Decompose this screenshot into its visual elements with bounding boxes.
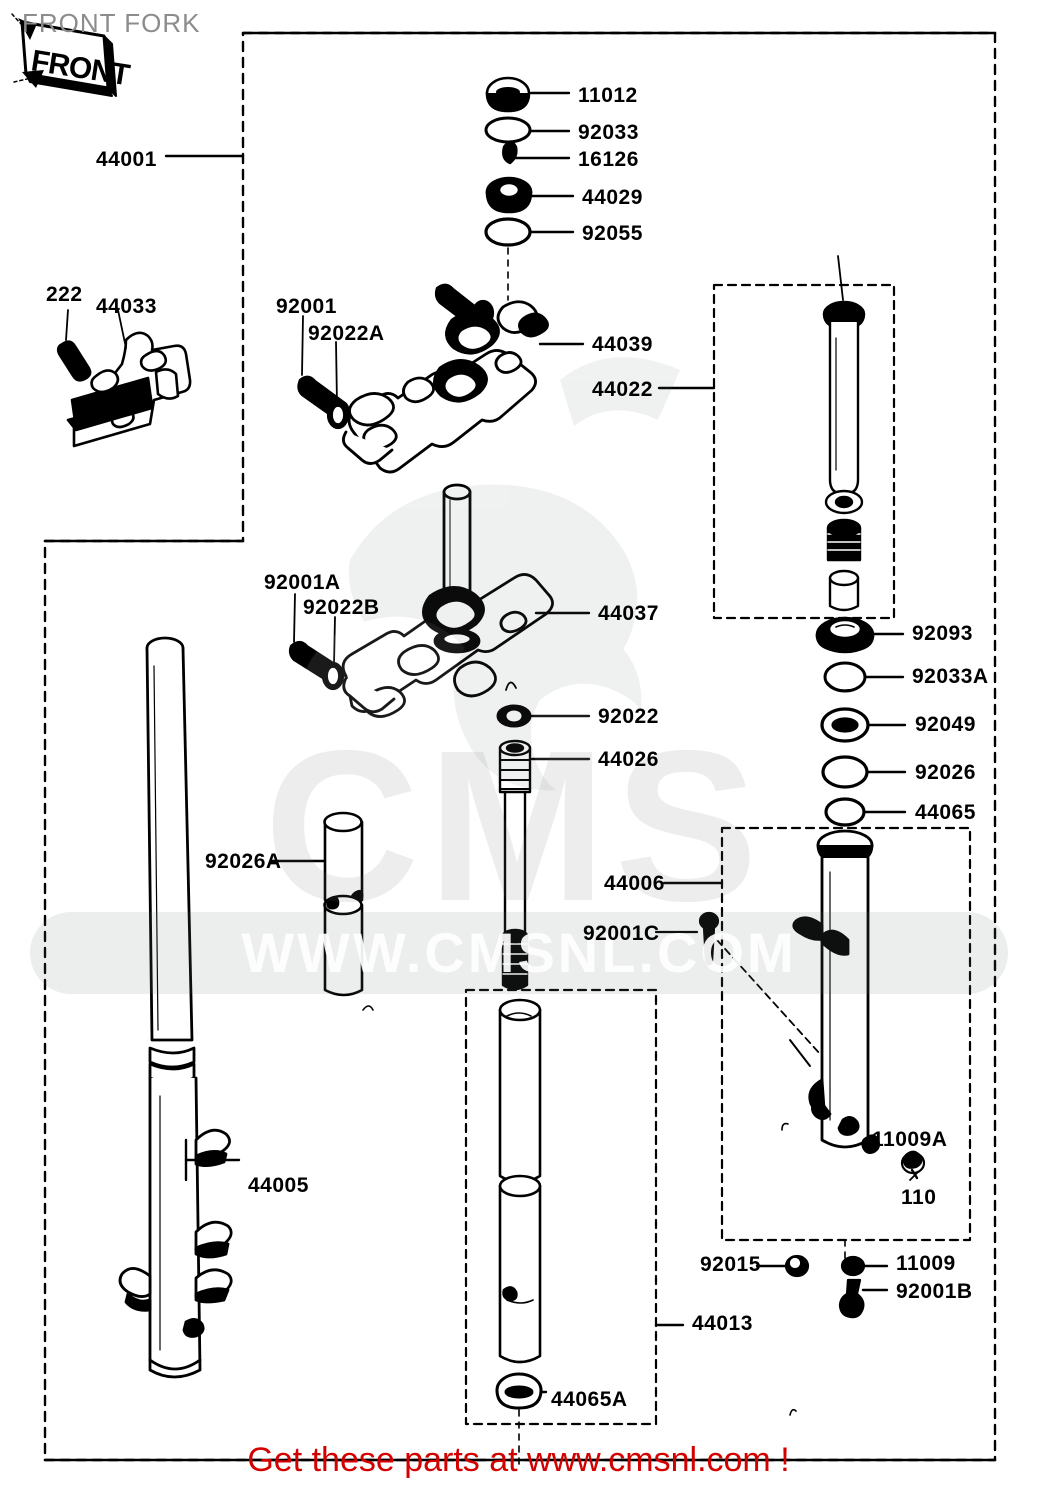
callout-16126[interactable]: 16126 (578, 148, 639, 171)
part-92022B-washer (321, 661, 345, 691)
callout-92001B[interactable]: 92001B (896, 1280, 973, 1303)
part-44013-spacer-upper (498, 998, 542, 1184)
callout-92022[interactable]: 92022 (598, 705, 659, 728)
part-11009-washer (840, 1255, 866, 1277)
callout-92026[interactable]: 92026 (915, 761, 976, 784)
callout-222[interactable]: 222 (46, 283, 83, 306)
leader-92001 (301, 315, 304, 376)
part-44037-lower-clamp (341, 483, 554, 718)
callout-92022A[interactable]: 92022A (308, 322, 385, 345)
part-44039-upper-clamp (342, 300, 549, 474)
footer-link[interactable]: Get these parts at www.cmsnl.com ! (247, 1441, 790, 1479)
leader-92001C-to-tube (716, 939, 831, 1066)
callout-44022[interactable]: 44022 (592, 378, 653, 401)
callout-11009A[interactable]: 11009A (872, 1128, 948, 1151)
part-222-bolt (56, 340, 92, 382)
callout-11012[interactable]: 11012 (578, 84, 638, 107)
callout-92001A[interactable]: 92001A (264, 571, 341, 594)
group-box-44013 (464, 988, 658, 1426)
part-92026A-spacer-lower (323, 894, 364, 997)
callout-92033[interactable]: 92033 (578, 121, 639, 144)
part-92033A-oring (823, 661, 867, 693)
part-11012-cap (485, 76, 531, 113)
part-44026-rod (498, 739, 532, 991)
leader-44022-tip (837, 255, 844, 301)
callout-44039[interactable]: 44039 (592, 333, 653, 356)
callout-92033A[interactable]: 92033A (912, 665, 989, 688)
part-92022A-washer (326, 400, 350, 430)
part-92022-washer (496, 704, 532, 728)
detail-tick-3 (781, 1122, 789, 1131)
part-16126-plug (502, 140, 518, 165)
leader-110 (909, 1171, 919, 1181)
part-92026A-spacer-upper (323, 811, 364, 907)
part-92001C-bolt (698, 911, 720, 966)
detail-tick-4 (789, 1408, 797, 1416)
part-92033-oring (484, 116, 532, 144)
callout-92015[interactable]: 92015 (700, 1253, 761, 1276)
callout-44001[interactable]: 44001 (96, 148, 157, 171)
part-44006-inner-tube (789, 829, 874, 1149)
group-box-44022 (712, 283, 896, 620)
part-92049-seal (820, 707, 870, 743)
callout-92022B[interactable]: 92022B (303, 596, 380, 619)
part-92015-nut (784, 1254, 810, 1278)
callout-44029[interactable]: 44029 (582, 186, 643, 209)
group-box-44001-solid-edges (43, 31, 997, 1462)
part-44013-spacer-lower (498, 1174, 542, 1364)
callout-44065[interactable]: 44065 (915, 801, 976, 824)
leader-92022B (333, 616, 336, 665)
callout-92026A[interactable]: 92026A (205, 850, 282, 873)
callout-110[interactable]: 110 (901, 1186, 937, 1209)
callout-92093[interactable]: 92093 (912, 622, 973, 645)
part-92093-seal (815, 616, 875, 654)
callout-92049[interactable]: 92049 (915, 713, 976, 736)
callout-92001C[interactable]: 92001C (583, 922, 660, 945)
part-11009A-washer (861, 1134, 880, 1154)
part-44022-damper-rod (822, 300, 866, 612)
callout-11009[interactable]: 11009 (896, 1252, 956, 1275)
callout-44033[interactable]: 44033 (96, 295, 157, 318)
page-title: FRONT FORK (22, 8, 201, 38)
part-44005-fork-leg (118, 636, 233, 1379)
callout-44037[interactable]: 44037 (598, 602, 659, 625)
part-44033-bracket (66, 331, 192, 448)
leader-44033 (117, 309, 127, 349)
detail-tick-1 (505, 681, 517, 691)
part-92055-oring (484, 217, 532, 247)
part-92001B-bolt (838, 1278, 865, 1319)
callout-44065A[interactable]: 44065A (551, 1388, 628, 1411)
part-44065-bushing (824, 797, 866, 827)
part-44029-guide (485, 176, 533, 214)
leader-92001A (293, 593, 296, 643)
leader-222 (65, 309, 69, 341)
detail-tick-2 (362, 1005, 374, 1011)
part-92026-washer (821, 755, 869, 789)
callout-92055[interactable]: 92055 (582, 222, 643, 245)
callout-44013[interactable]: 44013 (692, 1312, 753, 1335)
callout-92001[interactable]: 92001 (276, 295, 337, 318)
callout-44006[interactable]: 44006 (604, 872, 665, 895)
part-44065A-bushing (495, 1372, 543, 1410)
leader-92022A (335, 341, 338, 405)
group-box-44006 (720, 826, 972, 1242)
callout-44026[interactable]: 44026 (598, 748, 659, 771)
part-110-bolt (900, 1150, 926, 1180)
callout-44005[interactable]: 44005 (248, 1174, 309, 1197)
